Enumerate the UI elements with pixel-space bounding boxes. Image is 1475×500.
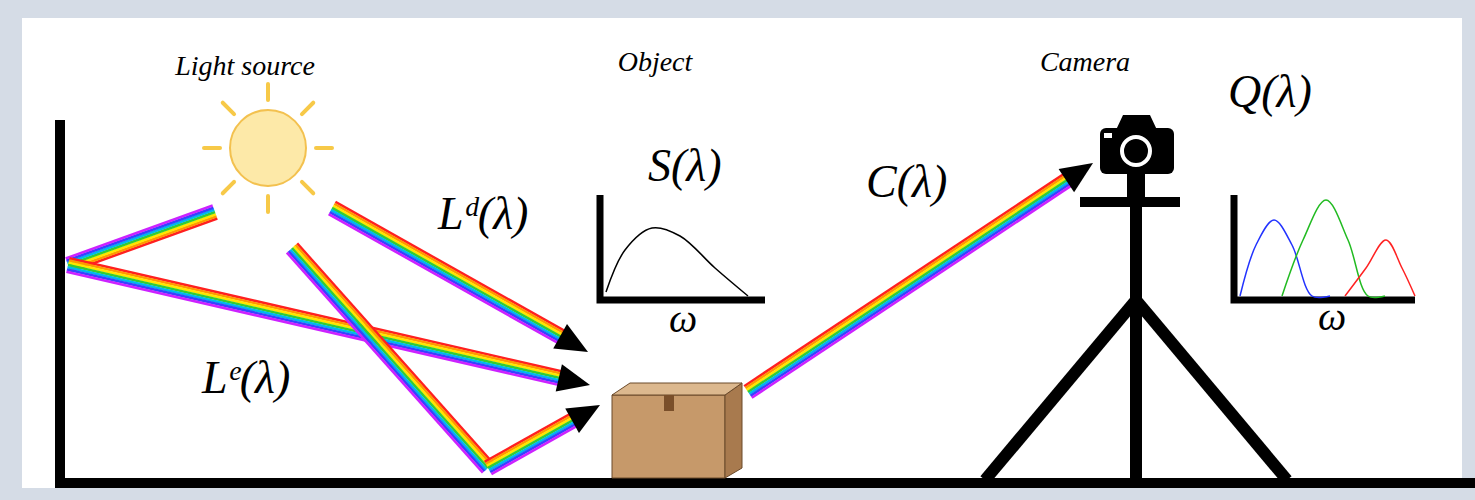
box-object bbox=[612, 383, 742, 478]
floor bbox=[55, 478, 1475, 488]
beam-stripe bbox=[749, 177, 1076, 394]
beam-stripe bbox=[67, 210, 214, 263]
light-beams bbox=[66, 163, 1093, 474]
graph-axes bbox=[1234, 195, 1415, 300]
box-tape bbox=[664, 395, 674, 411]
beam-stripe bbox=[488, 416, 581, 468]
math-label: ω bbox=[669, 296, 697, 342]
graph-axes bbox=[600, 195, 765, 300]
sun-symbol bbox=[204, 84, 332, 212]
sun-ray bbox=[316, 146, 332, 150]
camera-body bbox=[1100, 128, 1174, 174]
box-side bbox=[725, 383, 742, 478]
beam-stripe bbox=[748, 175, 1075, 392]
light-beam bbox=[485, 405, 600, 474]
reflectance-curve bbox=[606, 228, 748, 296]
tripod-leg bbox=[1136, 300, 1287, 480]
beam-stripe bbox=[295, 245, 491, 465]
beam-stripe bbox=[486, 412, 579, 464]
sun-ray bbox=[302, 103, 313, 114]
math-label: Lᵈ(λ) bbox=[438, 188, 528, 241]
beam-stripe bbox=[485, 410, 578, 462]
sensitivity-curve bbox=[1345, 240, 1415, 296]
math-label: C(λ) bbox=[866, 156, 947, 209]
camera-flash bbox=[1104, 133, 1112, 138]
beam-stripe bbox=[290, 250, 486, 470]
beam-stripe bbox=[294, 246, 490, 466]
sensitivity-graph bbox=[1234, 195, 1415, 300]
sun-ray bbox=[204, 146, 220, 150]
panel bbox=[22, 18, 1462, 488]
camera-lens bbox=[1122, 137, 1150, 165]
math-label: ω bbox=[1318, 294, 1346, 340]
camera-hump bbox=[1116, 115, 1157, 130]
beam-stripe bbox=[292, 248, 488, 468]
beam-stripe bbox=[297, 243, 493, 463]
beam-stripe bbox=[489, 418, 582, 470]
beam-stripe bbox=[289, 251, 485, 471]
sun-ray bbox=[223, 182, 234, 193]
arrow-head bbox=[1059, 163, 1093, 192]
tripod-leg bbox=[985, 300, 1136, 480]
beam-stripe bbox=[66, 208, 213, 261]
sun-ray bbox=[223, 103, 234, 114]
box-top bbox=[612, 383, 742, 395]
beam-stripe bbox=[287, 253, 483, 473]
reflectance-graph bbox=[600, 195, 765, 300]
beam-stripe bbox=[752, 181, 1079, 398]
wall bbox=[55, 120, 65, 488]
tripod-head bbox=[1127, 172, 1145, 200]
math-label: S(λ) bbox=[648, 140, 722, 193]
arrow-head bbox=[556, 364, 590, 391]
math-label: Lᵉ(λ) bbox=[202, 352, 290, 405]
arrow-head bbox=[553, 324, 588, 352]
tripod-column bbox=[1130, 200, 1142, 480]
heading-label: Camera bbox=[1040, 46, 1130, 78]
heading-label: Object bbox=[618, 46, 693, 78]
sensitivity-curve bbox=[1282, 200, 1385, 298]
sun-disc bbox=[230, 110, 306, 186]
beam-stripe bbox=[66, 206, 213, 259]
sun-ray bbox=[266, 196, 270, 212]
beam-stripe bbox=[69, 214, 216, 267]
light-beam bbox=[287, 243, 493, 472]
beam-stripe bbox=[68, 212, 215, 265]
arrow-head bbox=[565, 405, 600, 433]
beam-stripe bbox=[491, 422, 584, 474]
heading-label: Light source bbox=[175, 50, 315, 82]
sun-ray bbox=[266, 84, 270, 100]
beam-stripe bbox=[751, 179, 1078, 396]
math-label: Q(λ) bbox=[1228, 66, 1312, 119]
beam-stripe bbox=[490, 420, 583, 472]
beam-stripe bbox=[487, 414, 580, 466]
box-front bbox=[612, 395, 725, 478]
sun-ray bbox=[302, 182, 313, 193]
beam-stripe bbox=[70, 216, 217, 269]
